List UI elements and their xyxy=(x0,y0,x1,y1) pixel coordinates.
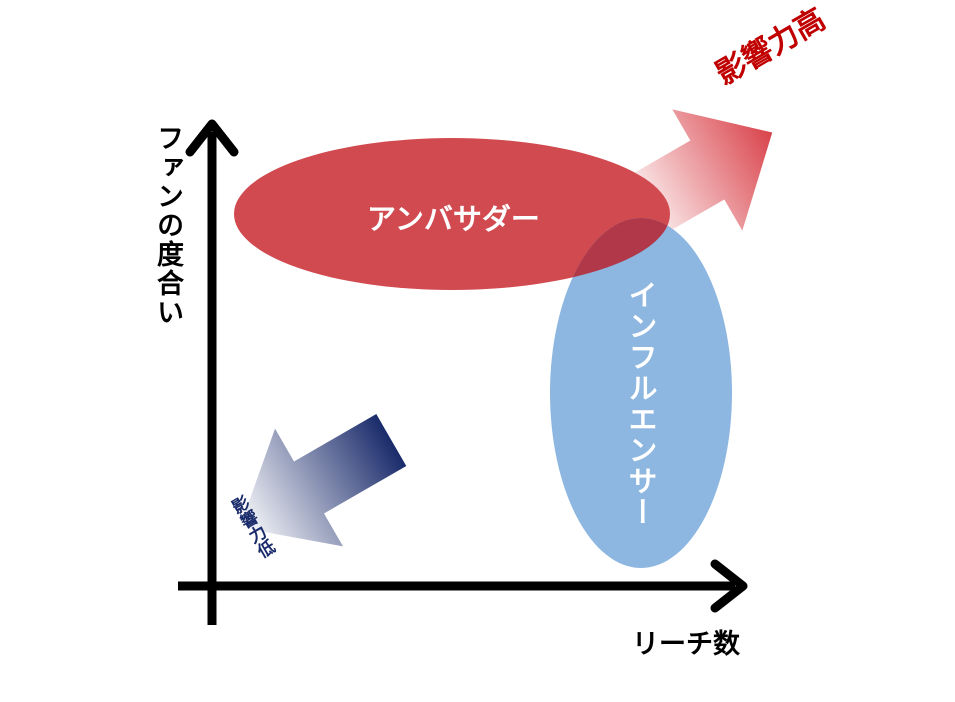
low-influence-arrow xyxy=(239,414,407,547)
influencer-ellipse xyxy=(550,218,732,568)
x-axis xyxy=(178,559,748,613)
ambassador-ellipse xyxy=(234,138,670,290)
y-axis xyxy=(185,119,239,625)
x-axis-label: リーチ数 xyxy=(632,629,740,660)
ambassador-label: アンバサダー xyxy=(367,202,540,236)
influencer-label: インフルエンサー xyxy=(624,280,658,528)
y-axis-label: ファンの度合い xyxy=(152,124,183,327)
